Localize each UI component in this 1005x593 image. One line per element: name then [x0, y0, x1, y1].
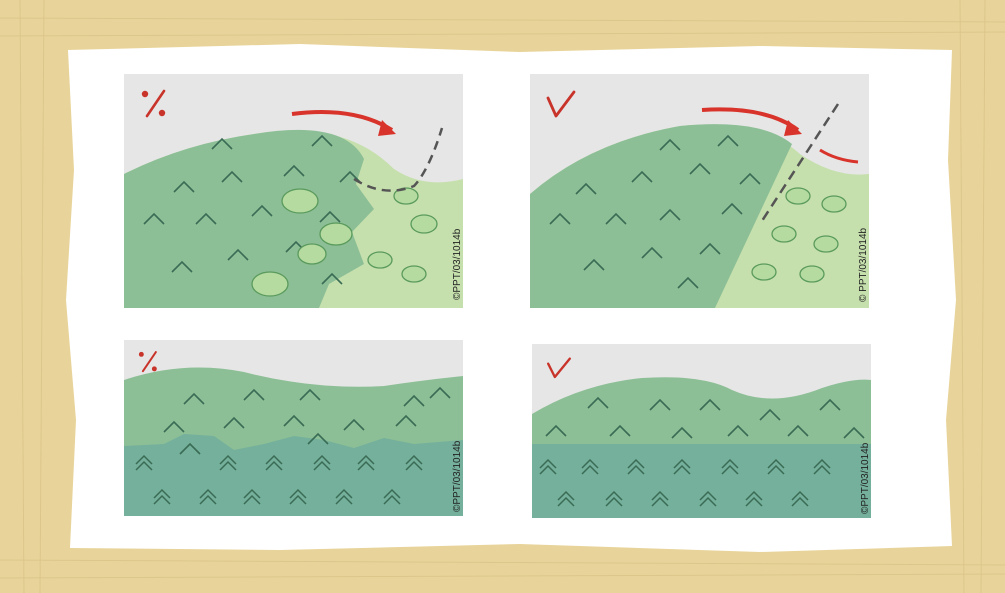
- check-mark-icon: [544, 86, 578, 122]
- forest-scene-top-right: [530, 74, 869, 308]
- panel-top-left: ©PPT/03/1014b: [124, 74, 463, 308]
- image-credit: ©PPT/03/1014b: [860, 443, 871, 514]
- image-credit: ©PPT/03/1014b: [452, 229, 463, 300]
- percent-sign-icon: [138, 86, 172, 122]
- forest-scene-bottom-left: [124, 340, 463, 516]
- image-credit: © PPT/03/1014b: [858, 228, 869, 302]
- check-mark-icon: [544, 352, 574, 382]
- percent-sign-icon: [136, 348, 162, 376]
- forest-scene-top-left: [124, 74, 463, 308]
- panel-top-right: © PPT/03/1014b: [530, 74, 869, 308]
- panel-bottom-left: ©PPT/03/1014b: [124, 340, 463, 516]
- panel-bottom-right: ©PPT/03/1014b: [532, 344, 871, 518]
- forest-scene-bottom-right: [532, 344, 871, 518]
- image-credit: ©PPT/03/1014b: [452, 441, 463, 512]
